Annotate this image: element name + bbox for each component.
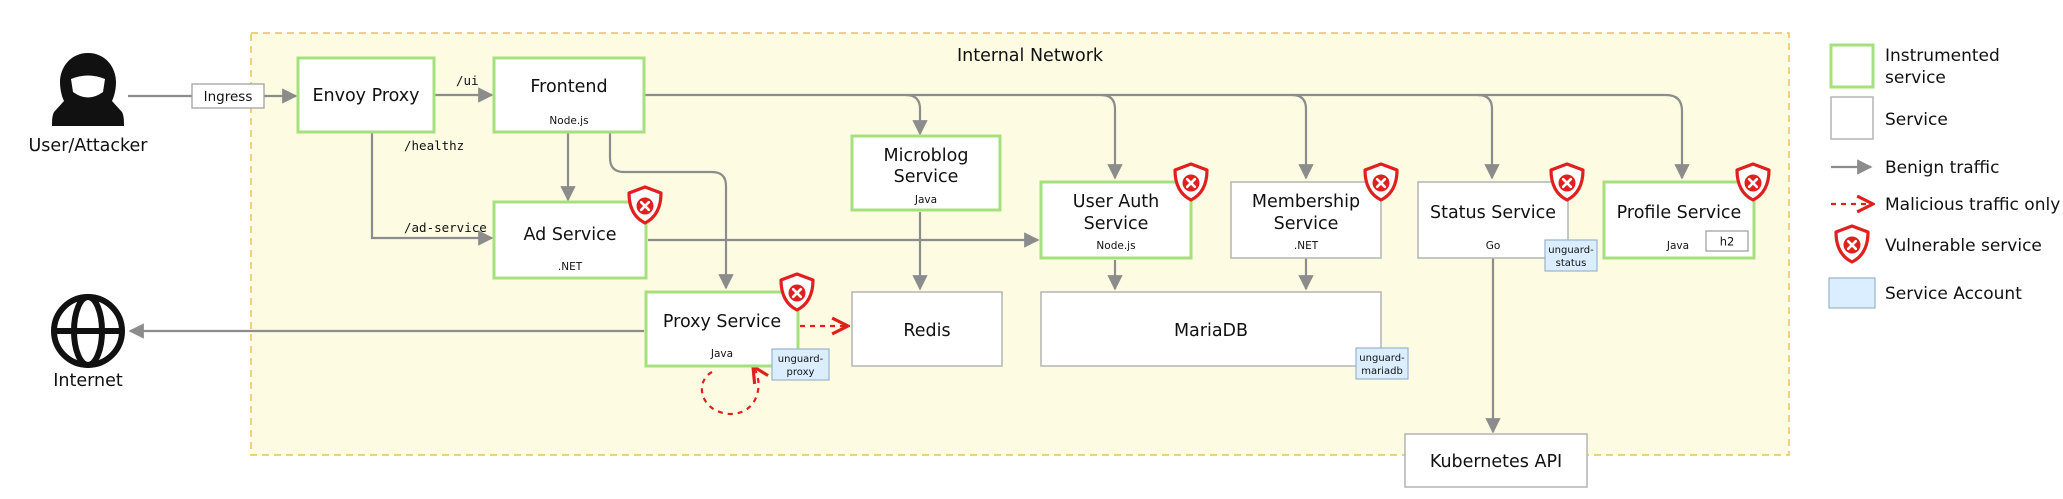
mariadb-name: MariaDB — [1174, 321, 1248, 341]
profile-service-name: Profile Service — [1617, 203, 1742, 223]
status-service-account-line2: status — [1556, 258, 1587, 269]
proxy-service-account-badge: unguard- proxy — [771, 348, 830, 381]
legend-instrumented: Instrumented service — [1829, 43, 2000, 89]
legend-vulnerable-shield-icon — [1834, 224, 1870, 264]
profile-service-lang: Java — [1666, 240, 1689, 252]
status-service-lang: Go — [1486, 240, 1501, 252]
edge-frontend-trunk — [644, 93, 1684, 178]
frontend-node: Frontend Node.js — [492, 56, 646, 134]
proxy-service-name: Proxy Service — [663, 312, 781, 332]
user-auth-service-name-line1: User Auth — [1073, 192, 1159, 212]
hooded-user-icon — [52, 53, 124, 126]
kubernetes-api-name: Kubernetes API — [1430, 452, 1562, 472]
legend-instrumented-line1: Instrumented — [1885, 46, 2000, 66]
edge-frontend-microblog — [905, 93, 928, 136]
profile-service-tag-label: h2 — [1720, 235, 1735, 249]
microblog-service-name-line1: Microblog — [884, 146, 969, 166]
legend-vulnerable-label: Vulnerable service — [1885, 236, 2042, 256]
membership-service-name-line2: Service — [1274, 214, 1339, 234]
internal-network-label: Internal Network — [957, 46, 1104, 66]
proxy-service-node: Proxy Service Java unguard- proxy — [644, 272, 830, 381]
proxy-service-account-line2: proxy — [787, 367, 815, 378]
ingress-node: Ingress — [191, 83, 265, 109]
mariadb-node: MariaDB unguard- mariadb — [1040, 291, 1409, 380]
profile-service-node: Profile Service Java h2 — [1602, 162, 1771, 260]
malicious-edges — [700, 326, 846, 416]
proxy-service-account-line1: unguard- — [778, 354, 824, 365]
redis-name: Redis — [903, 321, 950, 341]
edge-frontend-proxy — [608, 132, 734, 290]
legend-instrumented-line2: service — [1885, 68, 1946, 88]
microblog-service-node: Microblog Service Java — [850, 134, 1002, 212]
user-auth-service-name-line2: Service — [1084, 214, 1149, 234]
legend-service-label: Service — [1885, 110, 1948, 130]
legend-benign-label: Benign traffic — [1885, 158, 1999, 178]
legend-benign: Benign traffic — [1831, 158, 1999, 178]
user-attacker-actor: User/Attacker — [29, 53, 149, 156]
status-service-account-badge: unguard- status — [1544, 239, 1598, 272]
microblog-service-name-line2: Service — [894, 167, 959, 187]
edge-label-ad-service: /ad-service — [404, 220, 487, 235]
legend-service-account: Service Account — [1828, 277, 2022, 309]
mariadb-service-account-line1: unguard- — [1359, 353, 1405, 364]
legend-malicious-label: Malicious traffic only — [1885, 195, 2060, 215]
legend-service: Service — [1830, 96, 1948, 140]
frontend-lang: Node.js — [549, 115, 588, 127]
legend-vulnerable: Vulnerable service — [1834, 224, 2042, 264]
proxy-service-lang: Java — [710, 348, 733, 360]
user-auth-service-lang: Node.js — [1096, 240, 1135, 252]
ingress-label: Ingress — [204, 89, 253, 105]
status-service-name: Status Service — [1430, 203, 1556, 223]
ad-service-node: Ad Service .NET — [492, 185, 663, 280]
membership-service-lang: .NET — [1294, 240, 1319, 252]
internet-actor: Internet — [51, 294, 125, 391]
mariadb-service-account-line2: mariadb — [1361, 366, 1403, 377]
edge-label-healthz: /healthz — [404, 138, 464, 153]
edge-frontend-status — [1477, 93, 1500, 180]
edge-proxy-self-malicious — [700, 368, 759, 416]
membership-service-node: Membership Service .NET — [1230, 162, 1399, 259]
legend-malicious: Malicious traffic only — [1831, 195, 2060, 215]
user-auth-service-node: User Auth Service Node.js — [1039, 162, 1209, 260]
globe-icon — [51, 294, 125, 368]
legend: Instrumented service Service Benign traf… — [1828, 43, 2060, 309]
status-service-account-line1: unguard- — [1548, 245, 1594, 256]
ad-service-lang: .NET — [558, 261, 583, 273]
profile-service-tag: h2 — [1705, 230, 1749, 252]
edge-frontend-userauth — [1100, 93, 1123, 180]
kubernetes-api-node: Kubernetes API — [1404, 433, 1588, 488]
user-attacker-label: User/Attacker — [29, 136, 149, 156]
edge-label-ui: /ui — [456, 73, 479, 88]
ad-service-name: Ad Service — [523, 225, 616, 245]
benign-edges — [128, 87, 1690, 434]
envoy-proxy-node: Envoy Proxy — [296, 56, 436, 134]
edge-envoy-ad — [370, 132, 494, 246]
legend-service-account-label: Service Account — [1885, 284, 2022, 304]
envoy-proxy-name: Envoy Proxy — [312, 86, 419, 106]
internet-label: Internet — [53, 371, 123, 391]
edge-frontend-membership — [1291, 93, 1314, 180]
membership-service-name-line1: Membership — [1252, 192, 1360, 212]
redis-node: Redis — [851, 291, 1003, 367]
frontend-name: Frontend — [530, 77, 607, 97]
microblog-service-lang: Java — [914, 194, 937, 206]
status-service-node: Status Service Go unguard- status — [1417, 162, 1598, 272]
mariadb-service-account-badge: unguard- mariadb — [1355, 347, 1409, 380]
